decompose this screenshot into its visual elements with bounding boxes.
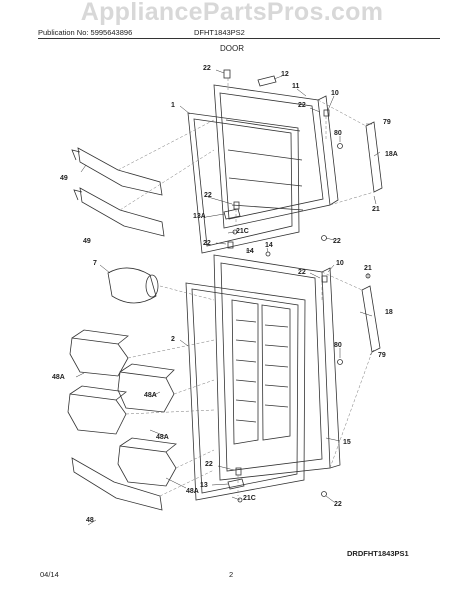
callout-18: 18 — [385, 309, 393, 316]
callout-21: 21 — [372, 206, 380, 213]
callout-79: 79 — [378, 352, 386, 359]
callout-21: 21 — [364, 265, 372, 272]
callout-12: 12 — [281, 71, 289, 78]
callout-22: 22 — [203, 65, 211, 72]
callout-15: 15 — [343, 439, 351, 446]
page-number: 2 — [229, 570, 234, 579]
callout-79: 79 — [383, 119, 391, 126]
callout-49: 49 — [60, 175, 68, 182]
fresh-food-gasket — [185, 282, 306, 501]
callout-14: 14 — [265, 242, 273, 249]
callout-18A: 18A — [385, 151, 398, 158]
header-rule — [38, 38, 440, 39]
callout-14: 14 — [246, 248, 254, 255]
callout-22: 22 — [203, 240, 211, 247]
callout-21C: 21C — [243, 495, 256, 502]
callout-22: 22 — [298, 102, 306, 109]
footer-date: 04/14 — [40, 570, 59, 579]
diagram-code: DRDFHT1843PS1 — [347, 549, 409, 558]
watermark: AppliancePartsPros.com — [80, 0, 384, 26]
bin-48a-upper — [69, 337, 129, 377]
callout-48: 48 — [86, 517, 94, 524]
callout-22: 22 — [333, 238, 341, 245]
freezer-door-panel — [213, 84, 331, 229]
callout-7: 7 — [93, 260, 97, 267]
callout-22: 22 — [204, 192, 212, 199]
door-shelf-48 — [71, 457, 163, 511]
section-title: DOOR — [220, 44, 244, 53]
publication-number: Publication No: 5995643896 — [38, 28, 133, 37]
door-part-7 — [107, 267, 157, 304]
freezer-handle — [365, 121, 383, 193]
callout-21C: 21C — [236, 228, 249, 235]
callout-48A: 48A — [52, 374, 65, 381]
callout-80: 80 — [334, 130, 342, 137]
freezer-gasket — [187, 112, 300, 254]
bin-48a-lower — [117, 445, 177, 487]
callout-80: 80 — [334, 342, 342, 349]
callout-13A: 13A — [193, 213, 206, 220]
callout-11: 11 — [292, 83, 300, 90]
callout-48A: 48A — [156, 434, 169, 441]
callout-22: 22 — [298, 269, 306, 276]
callout-2: 2 — [171, 336, 175, 343]
bin-48a-left — [67, 393, 127, 435]
callout-10: 10 — [336, 260, 344, 267]
freezer-bin-lower — [79, 187, 165, 237]
callout-48A: 48A — [186, 488, 199, 495]
callout-10: 10 — [331, 90, 339, 97]
callout-1: 1 — [171, 102, 175, 109]
callout-22: 22 — [334, 501, 342, 508]
fresh-food-door-panel — [213, 254, 331, 481]
freezer-bin-upper — [77, 147, 163, 196]
callout-22: 22 — [205, 461, 213, 468]
callout-48A: 48A — [144, 392, 157, 399]
model-number: DFHT1843PS2 — [194, 28, 245, 37]
callout-13: 13 — [200, 482, 208, 489]
fresh-food-handle — [361, 285, 381, 353]
callout-49: 49 — [83, 238, 91, 245]
